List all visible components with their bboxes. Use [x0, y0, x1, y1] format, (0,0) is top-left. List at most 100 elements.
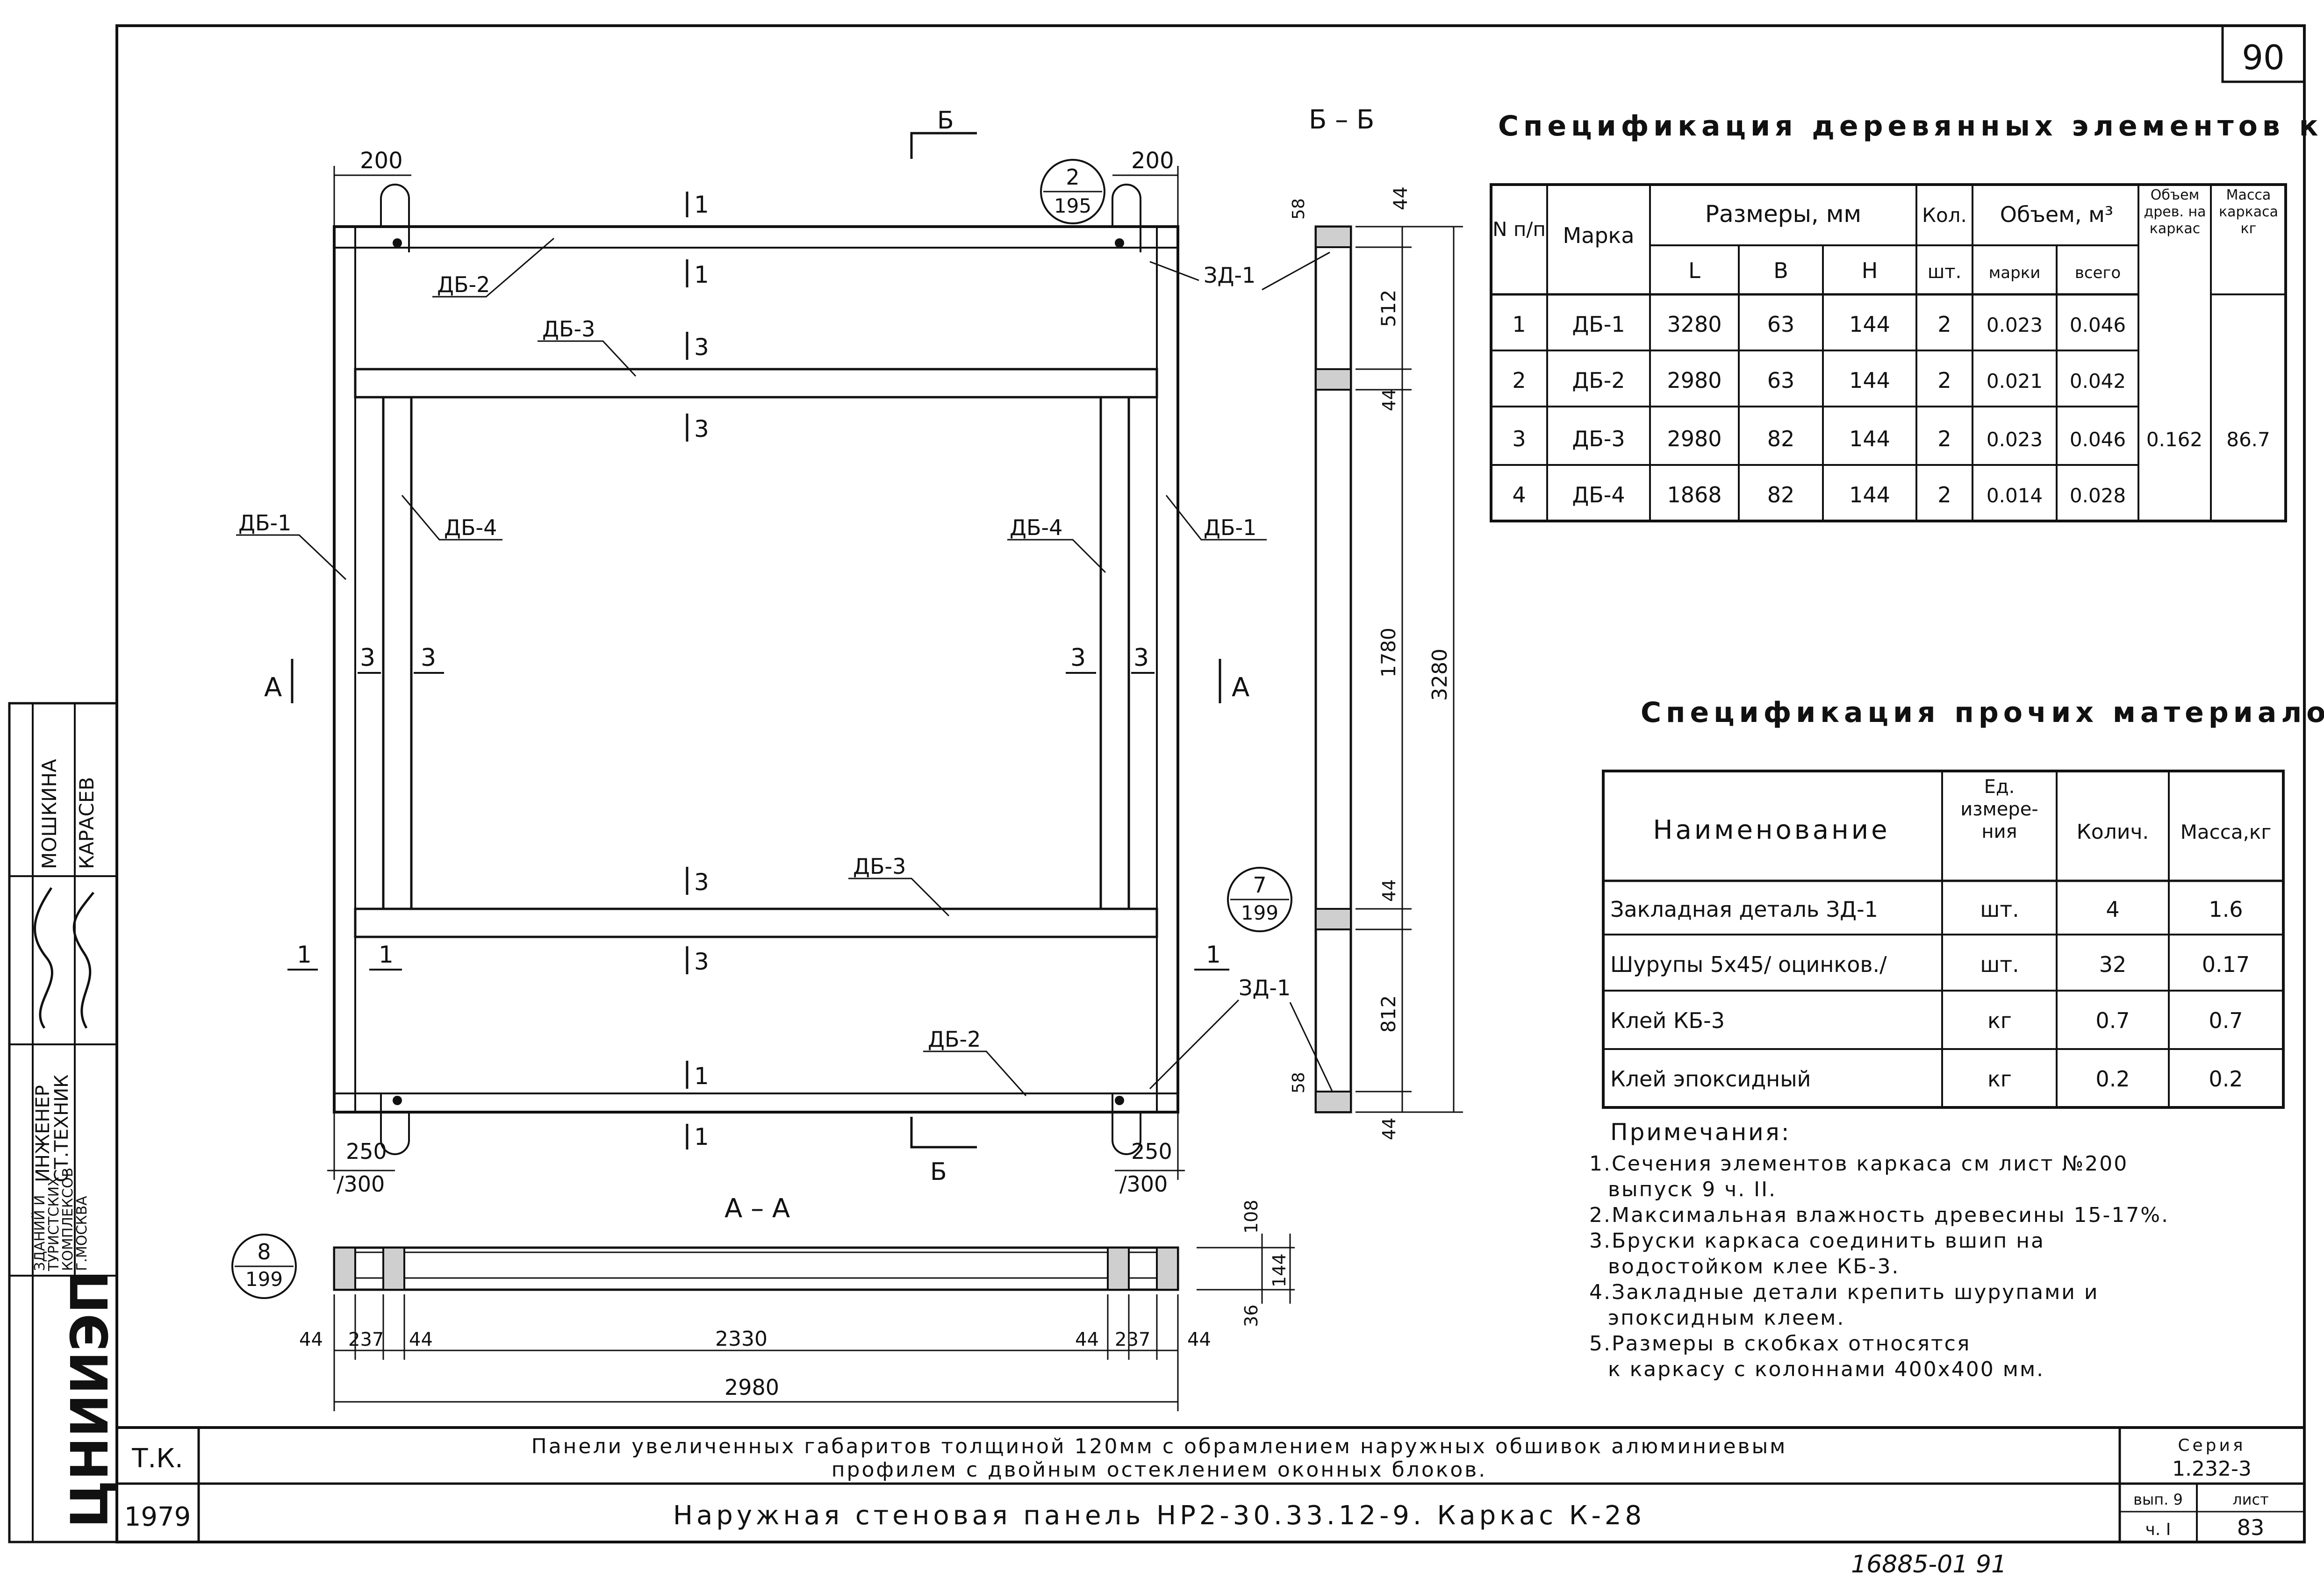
note-line: 4.Закладные детали крепить шурупами и: [1589, 1280, 2099, 1304]
svg-text:44: 44: [1390, 186, 1412, 210]
svg-text:2: 2: [1066, 164, 1079, 190]
svg-text:199: 199: [1241, 901, 1278, 924]
label-db2-bottom: ДБ-2: [923, 1027, 1027, 1097]
signature-2: [72, 892, 94, 1029]
svg-text:44: 44: [1379, 1118, 1399, 1140]
dim-250-left: 250 /300: [327, 1112, 395, 1197]
svg-text:А: А: [264, 672, 282, 703]
note-line: 2.Максимальная влажность древесины 15-17…: [1589, 1203, 2169, 1227]
other-row: Клей КБ-3 кг 0.7 0.7: [1610, 1008, 2243, 1033]
svg-text:199: 199: [245, 1268, 283, 1291]
section-mark-b-top: Б: [910, 107, 977, 159]
svg-text:ч. I: ч. I: [2145, 1520, 2171, 1539]
svg-text:Серия: Серия: [2178, 1436, 2245, 1455]
svg-text:ДБ-1: ДБ-1: [238, 510, 291, 536]
label-zd1-top: ЗД-1: [1149, 251, 1330, 291]
svg-text:3: 3: [694, 948, 709, 975]
svg-text:237: 237: [348, 1329, 384, 1350]
svg-text:1: 1: [1512, 312, 1526, 337]
svg-text:250: 250: [346, 1139, 387, 1164]
svg-text:ДБ-3: ДБ-3: [853, 854, 906, 879]
wood-h-sizes: Размеры, мм: [1705, 200, 1861, 228]
label-db4-right: ДБ-4: [1007, 515, 1106, 573]
tb-series: 1.232-3: [2172, 1457, 2252, 1481]
svg-text:кг: кг: [1987, 1008, 2012, 1033]
svg-text:195: 195: [1054, 194, 1091, 217]
svg-text:ДБ-2: ДБ-2: [928, 1027, 981, 1052]
sheet-number-box: 90: [2221, 24, 2306, 83]
label-db1-left: ДБ-1: [236, 510, 347, 580]
svg-text:0.028: 0.028: [2070, 484, 2126, 507]
dim-250-right: 250 /300: [1115, 1112, 1185, 1197]
svg-text:250: 250: [1131, 1139, 1172, 1164]
svg-text:0.021: 0.021: [1987, 370, 2043, 393]
tb-sheet: 83: [2237, 1515, 2265, 1540]
svg-text:ДБ-4: ДБ-4: [1010, 515, 1062, 540]
svg-text:3: 3: [694, 334, 709, 361]
stamp-name-1: МОШКИНА: [38, 759, 61, 869]
svg-text:144: 144: [1849, 426, 1890, 451]
other-spec-title: Спецификация прочих материалов: [1641, 696, 2324, 729]
svg-text:0.014: 0.014: [1987, 484, 2043, 507]
stamp-name-2: КАРАСЕВ: [75, 777, 98, 869]
wood-row: 1 ДБ-1 3280 63 144 2 0.023 0.046: [1512, 312, 2126, 337]
other-spec-table: Спецификация прочих материалов Наименова…: [1602, 696, 2324, 1109]
svg-text:3: 3: [694, 415, 709, 443]
svg-text:ДБ-1: ДБ-1: [1572, 312, 1625, 337]
svg-text:1868: 1868: [1667, 482, 1721, 507]
other-row: Закладная деталь ЗД-1 шт. 4 1.6: [1610, 897, 2243, 922]
sheet-number: 90: [2242, 38, 2285, 77]
svg-text:0.2: 0.2: [2209, 1066, 2243, 1092]
svg-text:0.2: 0.2: [2095, 1066, 2130, 1092]
svg-text:ДБ-2: ДБ-2: [1572, 368, 1625, 393]
svg-text:1: 1: [1206, 941, 1221, 968]
svg-text:ДБ-1: ДБ-1: [1204, 515, 1256, 540]
stamp-role-2: СТ.ТЕХНИК: [51, 1074, 72, 1182]
svg-text:237: 237: [1115, 1329, 1150, 1350]
svg-text:144: 144: [1849, 312, 1890, 337]
section-mark-b-bottom: Б: [910, 1117, 977, 1186]
tb-tk: Т.К.: [131, 1443, 183, 1474]
cut-marks: 1 1 1 1 3 3 3 3 3 3 3 3 1 1 1: [287, 191, 1229, 1150]
svg-text:4: 4: [1512, 482, 1526, 507]
svg-text:82: 82: [1767, 482, 1795, 507]
svg-text:0.023: 0.023: [1987, 314, 2043, 336]
label-db4-left: ДБ-4: [401, 495, 502, 541]
wood-h-mass: Масса каркаса кг: [2219, 187, 2278, 237]
svg-text:3: 3: [694, 869, 709, 896]
stamp-org-sub-4: Г.МОСКВА: [74, 1196, 90, 1271]
svg-text:0.046: 0.046: [2070, 314, 2126, 336]
tb-line-3: Наружная стеновая панель НР2-30.33.12-9.…: [673, 1500, 1645, 1531]
svg-text:Б: Б: [930, 1158, 947, 1186]
wood-vol-frame: 0.162: [2146, 428, 2202, 451]
wood-row: 4 ДБ-4 1868 82 144 2 0.014 0.028: [1512, 482, 2126, 507]
svg-text:44: 44: [1187, 1329, 1211, 1350]
stamp-org-sub-1: ЗДАНИЙ И: [31, 1195, 48, 1271]
svg-text:3280: 3280: [1667, 312, 1721, 337]
svg-text:512: 512: [1377, 290, 1400, 327]
tb-line-1: Панели увеличенных габаритов толщиной 12…: [531, 1435, 1787, 1458]
wood-spec-table: Спецификация деревянных элементов каркас…: [1490, 110, 2324, 522]
svg-text:Н: Н: [1862, 258, 1878, 283]
svg-text:Колич.: Колич.: [2077, 820, 2149, 844]
svg-text:ДБ-2: ДБ-2: [437, 272, 490, 297]
svg-text:0.046: 0.046: [2070, 428, 2126, 451]
svg-text:Закладная деталь ЗД-1: Закладная деталь ЗД-1: [1610, 897, 1878, 922]
svg-text:2980: 2980: [1667, 368, 1721, 393]
element-labels: ДБ-2 ДБ-3 ДБ-1 ДБ-4 ДБ-4 ДБ-1 ДБ-3 ДБ-2 …: [236, 237, 1333, 1097]
dim-200-left: 200: [333, 148, 411, 227]
svg-text:3: 3: [1512, 426, 1526, 451]
other-row: Клей эпоксидный кг 0.2 0.2: [1610, 1066, 2243, 1092]
svg-text:1780: 1780: [1377, 628, 1400, 678]
svg-text:ЗД-1: ЗД-1: [1239, 975, 1291, 1000]
title-block: Т.К. 1979 Панели увеличенных габаритов т…: [115, 1426, 2306, 1543]
notes-title: Примечания:: [1610, 1119, 1791, 1146]
svg-text:144: 144: [1849, 368, 1890, 393]
note-line: выпуск 9 ч. II.: [1608, 1178, 1777, 1201]
svg-text:вып. 9: вып. 9: [2133, 1491, 2183, 1508]
svg-text:марки: марки: [1989, 264, 2041, 282]
callout-7-199: 7 199: [1227, 867, 1292, 932]
svg-text:44: 44: [1075, 1329, 1099, 1350]
svg-text:2330: 2330: [715, 1327, 767, 1351]
